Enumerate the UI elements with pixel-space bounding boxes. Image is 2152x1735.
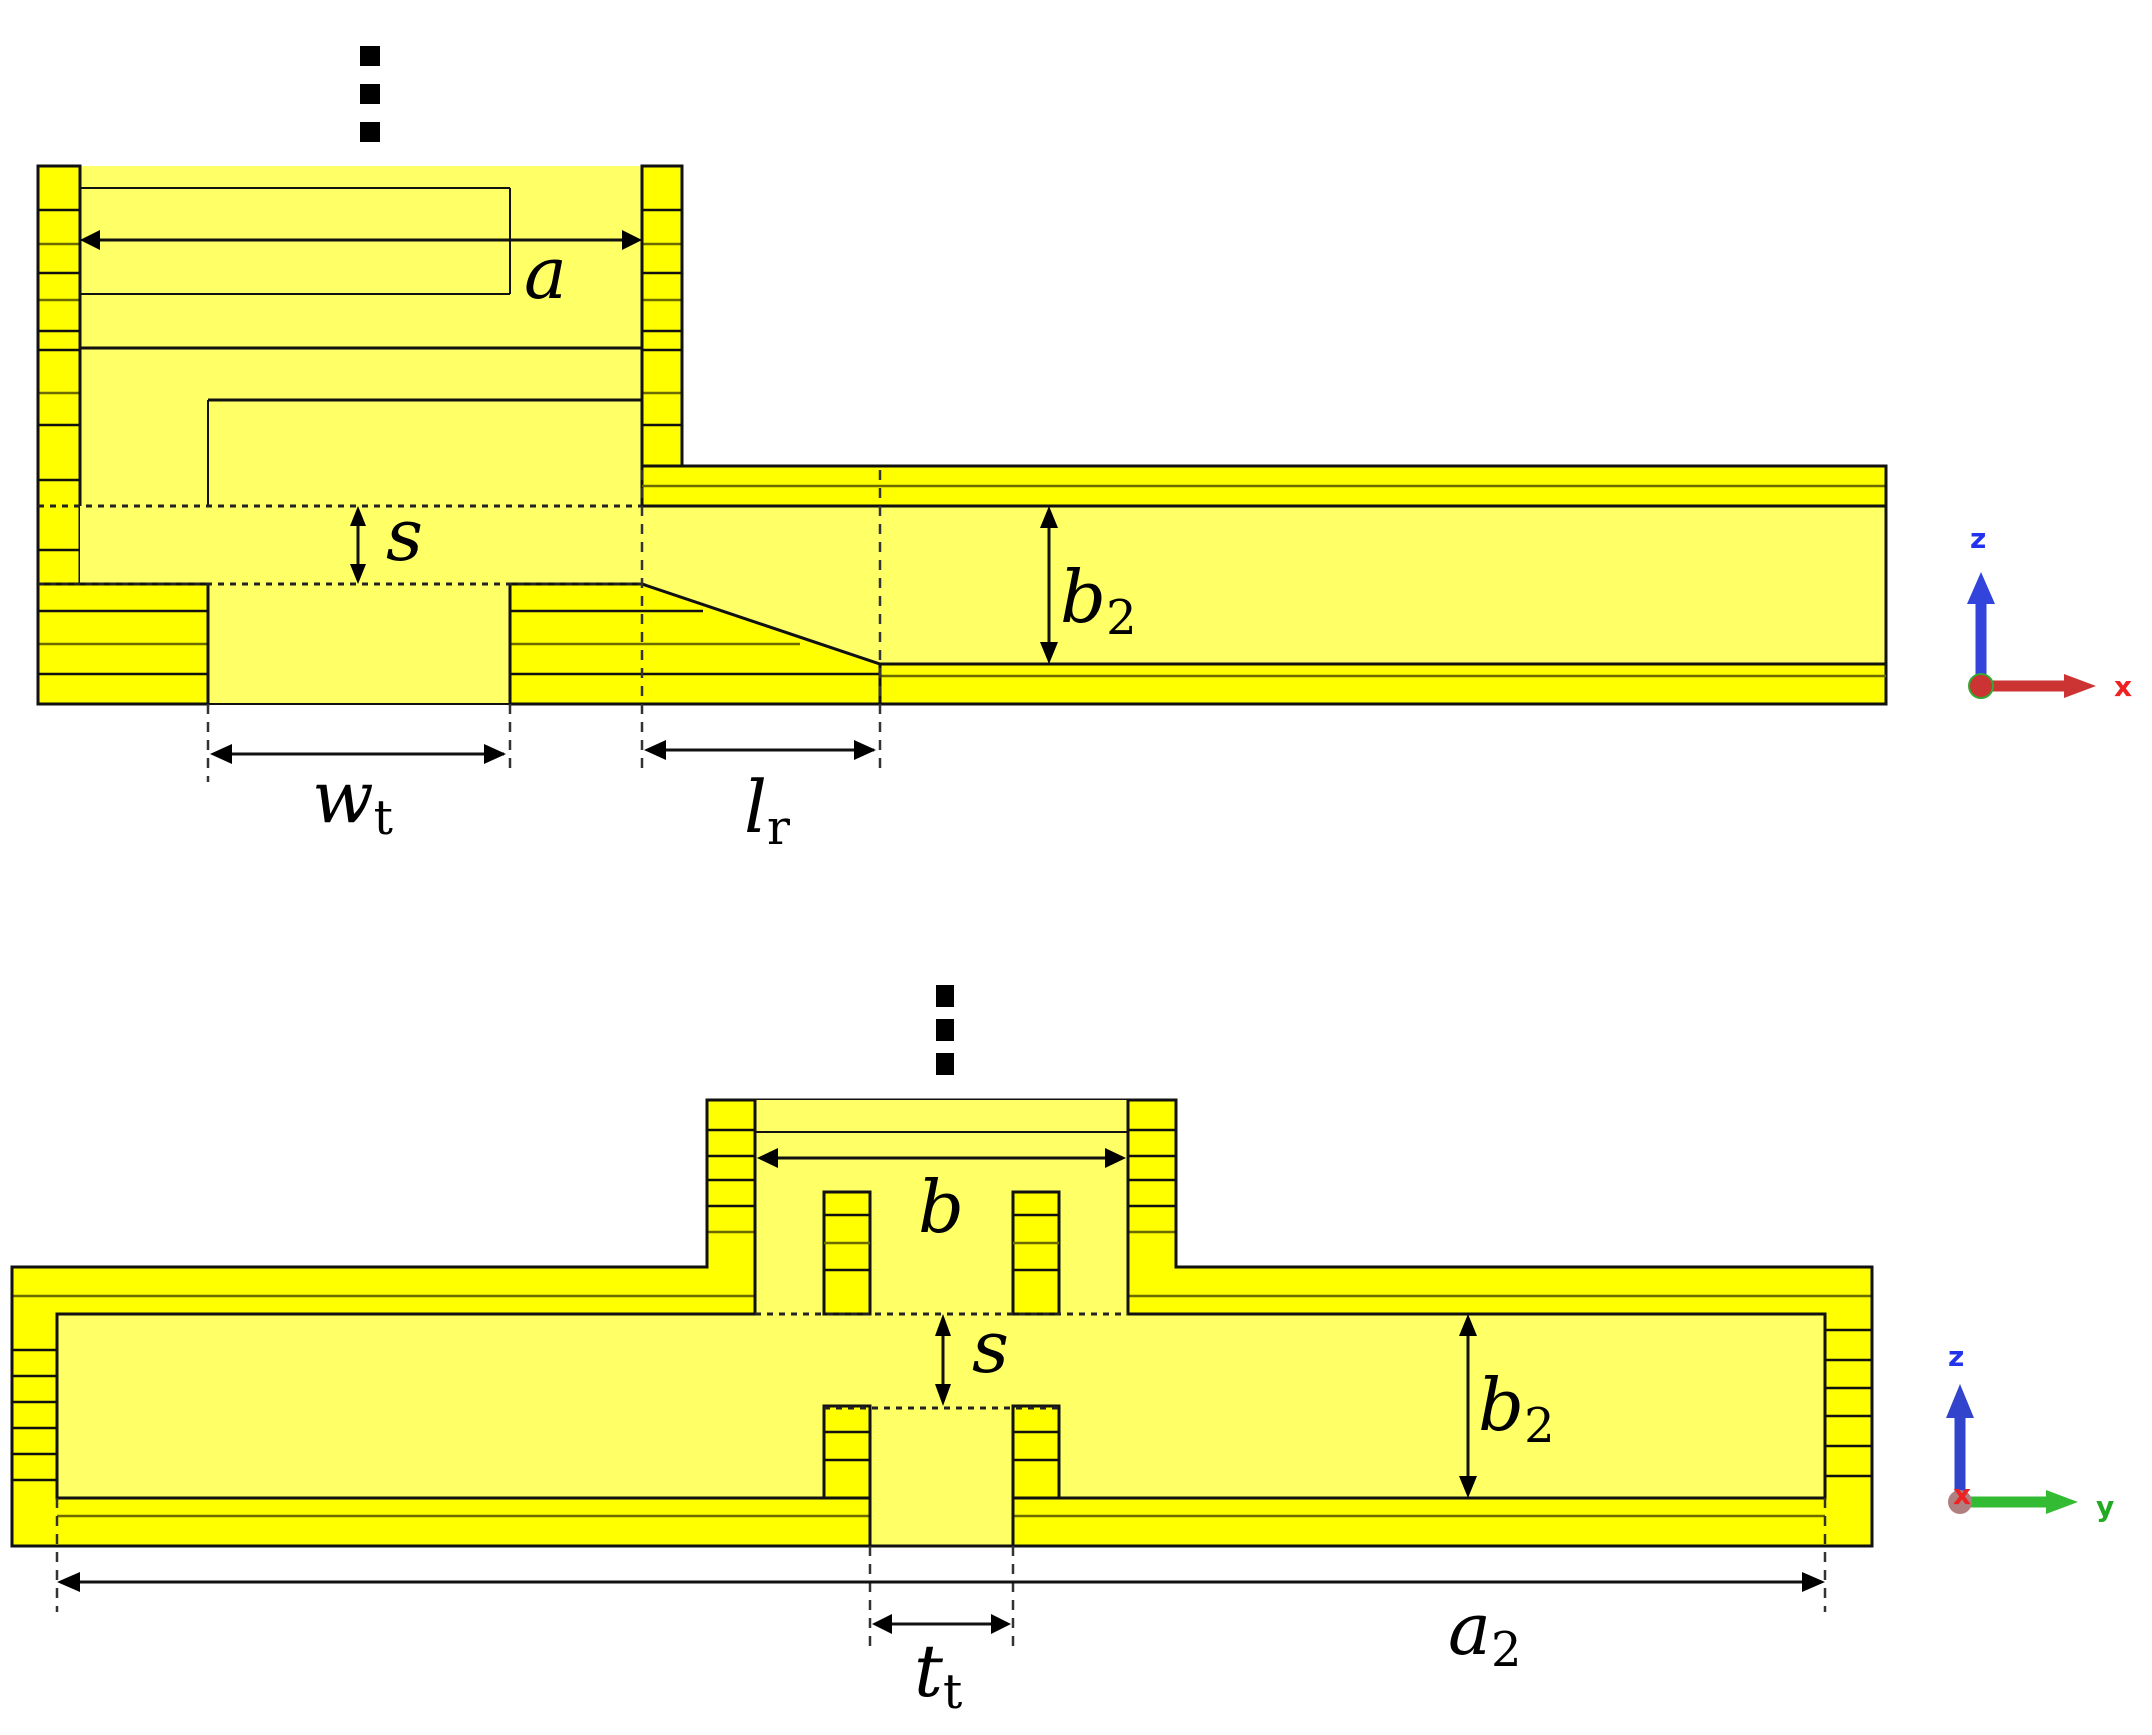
svg-text:x: x xyxy=(2114,670,2132,703)
top-view: a s b2 wt lr xyxy=(36,46,2132,856)
svg-text:lr: lr xyxy=(744,765,790,856)
input-guide-right-wall xyxy=(640,164,684,468)
dimension-b2-top: b2 xyxy=(1040,506,1137,664)
bottom-view: b s b2 a2 tt xyxy=(10,985,2114,1720)
upper-fins xyxy=(822,1190,1061,1316)
side-wall-hatch xyxy=(12,1154,1872,1482)
input-guide-cavity xyxy=(80,166,642,506)
z-axis-arrow-icon xyxy=(1946,1384,1974,1418)
svg-text:b: b xyxy=(918,1165,964,1249)
svg-text:z: z xyxy=(1948,1340,1964,1373)
input-guide-cavity-yz xyxy=(755,1100,1128,1314)
z-axis-arrow-icon xyxy=(1967,572,1995,604)
coupling-slot-yz xyxy=(870,1406,1013,1546)
svg-text:wt: wt xyxy=(312,755,393,846)
lower-ridges xyxy=(822,1404,1061,1546)
svg-text:s: s xyxy=(386,493,423,577)
x-axis-arrow-icon xyxy=(2064,674,2096,698)
dimension-a2: a2 xyxy=(57,1572,1825,1678)
dimension-lr: lr xyxy=(644,740,876,856)
dimension-a: a xyxy=(80,230,642,315)
svg-text:z: z xyxy=(1970,522,1986,555)
dimension-s-top: s xyxy=(350,493,423,584)
dimension-s-bottom: s xyxy=(935,1305,1009,1406)
axis-triad-xz: z x xyxy=(1967,522,2132,703)
dimension-b2-bottom: b2 xyxy=(1459,1314,1555,1498)
bottom-blocks xyxy=(36,582,882,706)
svg-text:tt: tt xyxy=(914,1629,962,1720)
dimension-tt: tt xyxy=(872,1614,1011,1720)
svg-text:b2: b2 xyxy=(1478,1363,1555,1454)
svg-text:b2: b2 xyxy=(1060,555,1137,646)
output-guide xyxy=(80,464,1888,706)
dimension-b: b xyxy=(757,1148,1126,1249)
axis-triad-yz: x z y xyxy=(1946,1340,2114,1523)
input-guide-left-wall xyxy=(36,164,82,586)
coupling-slot xyxy=(208,584,510,704)
y-axis-arrow-icon xyxy=(2046,1490,2078,1514)
svg-text:a2: a2 xyxy=(1448,1587,1521,1678)
svg-text:s: s xyxy=(972,1305,1009,1389)
svg-text:y: y xyxy=(2096,1490,2114,1523)
svg-text:x: x xyxy=(1953,1478,1971,1511)
continuation-ellipsis-top xyxy=(360,46,380,142)
svg-text:a: a xyxy=(524,231,567,315)
continuation-ellipsis-bottom xyxy=(936,985,954,1075)
dimension-wt: wt xyxy=(210,744,506,846)
